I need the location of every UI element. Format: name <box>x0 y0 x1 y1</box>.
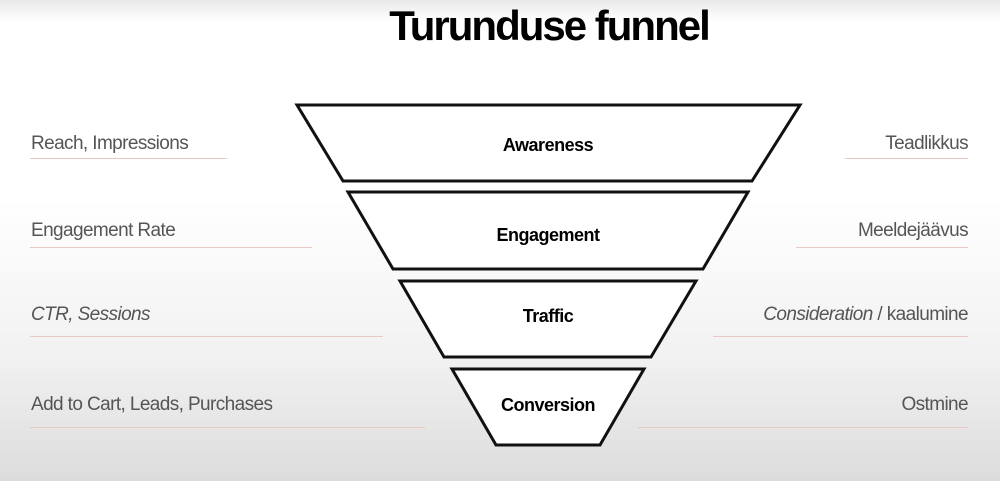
funnel-segment-traffic <box>397 279 699 359</box>
stage-label-conversion: Conversion <box>500 395 596 415</box>
page-title: Turunduse funnel <box>389 2 711 49</box>
stage-et-traffic-estonian: / kaalumine <box>872 304 968 325</box>
divider <box>845 158 968 159</box>
metric-traffic: CTR, Sessions <box>31 304 151 325</box>
divider <box>30 247 312 248</box>
stage-et-engagement: Meeldejäävus <box>857 220 969 241</box>
divider <box>796 247 968 248</box>
divider <box>30 427 425 428</box>
divider <box>713 336 968 337</box>
stage-et-traffic-english: Consideration <box>763 304 873 325</box>
metric-conversion: Add to Cart, Leads, Purchases <box>31 394 273 415</box>
funnel-segment-conversion <box>449 367 647 447</box>
divider <box>30 158 227 159</box>
stage-label-traffic: Traffic <box>522 306 574 326</box>
stage-et-conversion: Ostmine <box>901 394 968 415</box>
metric-awareness: Reach, Impressions <box>31 133 189 154</box>
divider <box>638 427 968 428</box>
divider <box>30 336 383 337</box>
funnel-segment-awareness <box>294 103 803 183</box>
stage-label-engagement: Engagement <box>496 225 600 245</box>
stage-et-traffic: Consideration / kaalumine <box>763 304 968 326</box>
metric-engagement: Engagement Rate <box>31 220 176 241</box>
funnel-segment-engagement <box>345 190 751 271</box>
stage-label-awareness: Awareness <box>502 135 594 155</box>
stage-et-awareness: Teadlikkus <box>885 133 968 154</box>
